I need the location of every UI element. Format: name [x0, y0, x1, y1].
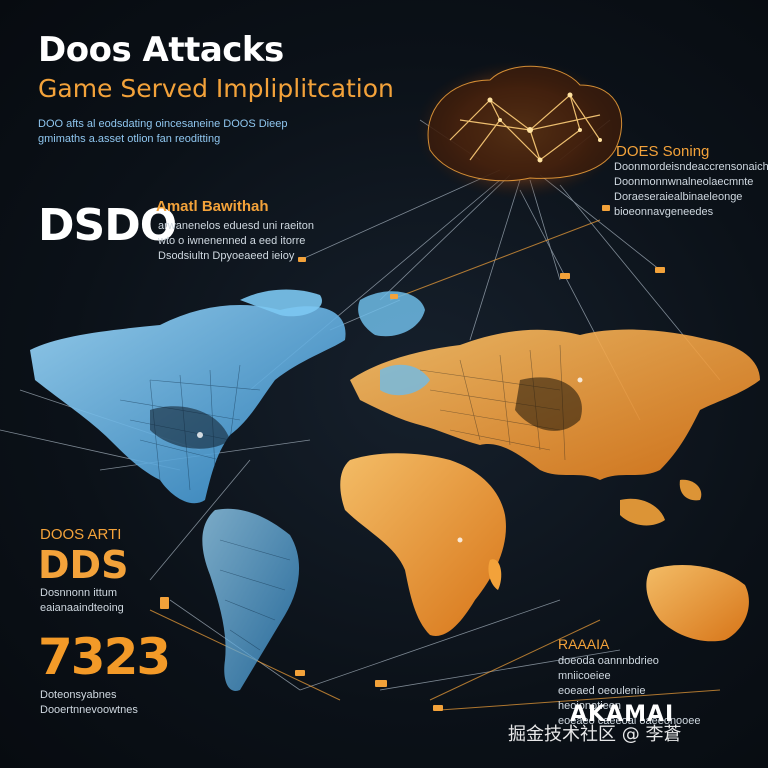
- stat-value: 7323: [38, 628, 171, 686]
- text-line: Dsodsiultn Dpyoeaeed ieioy: [158, 250, 295, 262]
- greenland-shape: [358, 291, 425, 337]
- text-line: eoeaeo caeeoai oaeeonooee: [558, 715, 701, 727]
- dsdo-label: DSDO: [38, 200, 177, 251]
- text-line: Doonmordeisndeaccrensonaiche: [614, 161, 768, 173]
- page-subtitle: Game Served Impliplitcation: [38, 74, 394, 103]
- bottom-right-text: doeoda oannnbdrieo mniicoeiee eoeaed oeo…: [558, 654, 708, 729]
- north-america-shape: [30, 305, 346, 504]
- text-line: bioeonnavgeneedes: [614, 206, 714, 218]
- text-line: Dooertnnevoowtnes: [40, 704, 138, 716]
- dds-label: DDS: [38, 543, 129, 587]
- bottom-left-label: DOOS ARTI: [40, 526, 122, 543]
- text-line: Doteonsyabnes: [40, 689, 117, 701]
- text-line: eaianaaindteoing: [40, 602, 124, 614]
- south-america-shape: [202, 508, 300, 691]
- text-line: Dosnnonn ittum: [40, 587, 118, 599]
- intro-line: gmimaths a.asset otlion fan reoditting: [38, 133, 221, 145]
- bottom-right-heading: RAAAIA: [558, 636, 610, 652]
- intro-text: DOO afts al eodsdating oincesaneine DOOS…: [38, 117, 398, 147]
- watermark: 掘金技术社区 @ 李蒼: [508, 724, 682, 745]
- text-line: eoeaed oeoulenie heoionotieen: [558, 685, 646, 712]
- text-line: Doraeseraiealbinaeleonge: [614, 191, 743, 203]
- africa-shape: [340, 453, 506, 636]
- right-block-text: Doonmordeisndeaccrensonaiche Doonmonnwna…: [614, 160, 768, 220]
- data-node-markers: [160, 205, 665, 711]
- text-line: Doonmonnwnalneolaecmnte: [614, 176, 754, 188]
- brand-logo: AKAMAI: [570, 702, 675, 727]
- text-line: doeoda oannnbdrieo mniicoeiee: [558, 655, 659, 682]
- left-block-heading: Amatl Bawithah: [156, 198, 269, 215]
- stat-text: Doteonsyabnes Dooertnnevoowtnes: [40, 688, 160, 718]
- intro-line: DOO afts al eodsdating oincesaneine DOOS…: [38, 118, 288, 130]
- page-title: Doos Attacks: [38, 30, 284, 70]
- left-block-text: arwanenelos eduesd uni raeiton wto o iwn…: [158, 219, 318, 264]
- network-cloud: [415, 60, 625, 200]
- right-block-heading: DOES Soning: [616, 143, 710, 160]
- bottom-left-text: Dosnnonn ittum eaianaaindteoing: [40, 586, 150, 616]
- australia-shape: [646, 565, 749, 642]
- text-line: arwanenelos eduesd uni raeiton: [158, 220, 314, 232]
- text-line: wto o iwnenenned a eed itorre: [158, 235, 306, 247]
